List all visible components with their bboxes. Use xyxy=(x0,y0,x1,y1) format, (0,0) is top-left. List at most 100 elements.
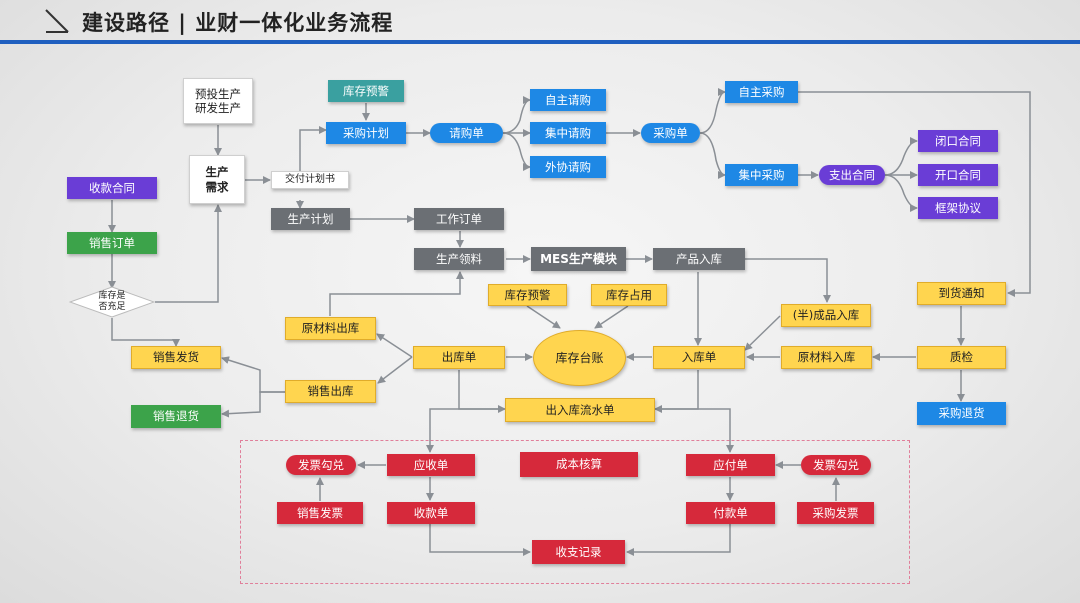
node-sales-shipment-label: 销售发货 xyxy=(153,350,199,365)
node-stock-alert-mid-label: 库存预警 xyxy=(504,287,551,302)
node-central-requisition-label: 集中请购 xyxy=(545,125,591,140)
node-payment[interactable]: 付款单 xyxy=(686,502,775,524)
node-outbound-order[interactable]: 出库单 xyxy=(413,346,505,369)
node-open-contract-label: 开口合同 xyxy=(935,167,981,182)
node-invoice-match-right-label: 发票勾兑 xyxy=(813,457,859,472)
node-requisition[interactable]: 请购单 xyxy=(430,123,503,143)
node-receipt-label: 收款单 xyxy=(413,505,449,520)
node-mes-module[interactable]: MES生产模块 xyxy=(531,247,626,271)
node-stock-flow-sheet[interactable]: 出入库流水单 xyxy=(505,398,655,422)
node-outsource-requisition-label: 外协请购 xyxy=(545,159,591,174)
decision-stock-enough-label: 库存是 否充足 xyxy=(98,291,126,312)
node-sales-order[interactable]: 销售订单 xyxy=(67,232,157,254)
node-work-order-label: 工作订单 xyxy=(436,211,482,226)
header-divider xyxy=(0,40,1080,44)
node-outbound-order-label: 出库单 xyxy=(441,350,477,365)
node-purchase-plan-label: 采购计划 xyxy=(343,125,389,140)
node-self-requisition-label: 自主请购 xyxy=(545,92,591,107)
node-inbound-order[interactable]: 入库单 xyxy=(653,346,745,369)
node-quality-check-label: 质检 xyxy=(950,350,973,365)
node-semi-product-storage[interactable]: (半)成品入库 xyxy=(781,304,871,327)
node-receipt-contract-label: 收款合同 xyxy=(89,180,135,195)
node-sales-return[interactable]: 销售退货 xyxy=(131,405,221,428)
node-payable-label: 应付单 xyxy=(713,457,748,472)
node-semi-product-storage-label: (半)成品入库 xyxy=(792,308,860,323)
slash-logo-icon xyxy=(45,9,69,33)
node-inventory-ledger-label: 库存台账 xyxy=(555,350,604,365)
node-self-requisition[interactable]: 自主请购 xyxy=(530,89,606,111)
node-invoice-match-left-label: 发票勾兑 xyxy=(298,457,344,472)
node-material-outbound-label: 原材料出库 xyxy=(301,321,360,336)
node-prebuild-rd-label: 预投生产 研发生产 xyxy=(195,86,241,115)
node-prebuild-rd[interactable]: 预投生产 研发生产 xyxy=(183,78,253,124)
node-cost-accounting-label: 成本核算 xyxy=(556,457,602,472)
node-sales-outbound[interactable]: 销售出库 xyxy=(285,380,376,403)
node-inventory-ledger[interactable]: 库存台账 xyxy=(533,330,626,386)
node-receivable-label: 应收单 xyxy=(413,457,449,472)
node-sales-invoice[interactable]: 销售发票 xyxy=(277,502,363,524)
node-stock-alert-top[interactable]: 库存预警 xyxy=(328,80,404,102)
node-requisition-label: 请购单 xyxy=(449,125,484,140)
node-outsource-requisition[interactable]: 外协请购 xyxy=(530,156,606,178)
node-work-order[interactable]: 工作订单 xyxy=(414,208,504,230)
node-material-outbound[interactable]: 原材料出库 xyxy=(285,317,376,340)
node-purchase-order-label: 采购单 xyxy=(653,125,688,140)
node-stock-alert-top-label: 库存预警 xyxy=(343,83,389,98)
node-arrival-notice-label: 到货通知 xyxy=(938,286,985,301)
node-stock-alert-mid[interactable]: 库存预警 xyxy=(488,284,567,306)
node-receipt-contract[interactable]: 收款合同 xyxy=(67,177,157,199)
node-production-demand[interactable]: 生产 需求 xyxy=(189,155,245,204)
node-sales-shipment[interactable]: 销售发货 xyxy=(131,346,221,369)
node-central-requisition[interactable]: 集中请购 xyxy=(530,122,606,144)
node-invoice-match-left[interactable]: 发票勾兑 xyxy=(286,455,356,475)
node-cost-accounting[interactable]: 成本核算 xyxy=(520,452,638,477)
node-open-contract[interactable]: 开口合同 xyxy=(918,164,998,186)
decision-stock-enough[interactable]: 库存是 否充足 xyxy=(68,286,156,318)
node-mes-module-label: MES生产模块 xyxy=(540,251,617,266)
node-arrival-notice[interactable]: 到货通知 xyxy=(917,282,1006,305)
node-delivery-plan[interactable]: 交付计划书 xyxy=(271,171,349,189)
node-sales-order-label: 销售订单 xyxy=(89,235,135,250)
node-purchase-return-label: 采购退货 xyxy=(938,406,985,421)
finance-region xyxy=(240,440,910,584)
diamond-shape xyxy=(68,286,156,318)
node-material-inbound[interactable]: 原材料入库 xyxy=(781,346,872,369)
node-closed-contract-label: 闭口合同 xyxy=(935,133,981,148)
node-stock-occupied-label: 库存占用 xyxy=(606,287,652,302)
header: 建设路径 | 业财一体化业务流程 xyxy=(0,0,1080,44)
node-production-plan[interactable]: 生产计划 xyxy=(271,208,350,230)
node-product-storage[interactable]: 产品入库 xyxy=(653,248,745,270)
node-purchase-invoice-label: 采购发票 xyxy=(812,505,859,520)
node-receipt[interactable]: 收款单 xyxy=(387,502,475,524)
node-closed-contract[interactable]: 闭口合同 xyxy=(918,130,998,152)
node-framework-agreement[interactable]: 框架协议 xyxy=(918,197,998,219)
node-receivable[interactable]: 应收单 xyxy=(387,454,475,476)
node-cash-record[interactable]: 收支记录 xyxy=(532,540,625,564)
node-sales-invoice-label: 销售发票 xyxy=(297,505,343,520)
node-cash-record-label: 收支记录 xyxy=(555,544,602,559)
node-quality-check[interactable]: 质检 xyxy=(917,346,1006,369)
node-payment-label: 付款单 xyxy=(713,505,748,520)
node-self-purchase-label: 自主采购 xyxy=(738,84,785,99)
node-delivery-plan-label: 交付计划书 xyxy=(285,173,335,185)
node-payable[interactable]: 应付单 xyxy=(686,454,775,476)
node-invoice-match-right[interactable]: 发票勾兑 xyxy=(801,455,871,475)
node-product-storage-label: 产品入库 xyxy=(676,251,722,266)
node-framework-agreement-label: 框架协议 xyxy=(935,200,981,215)
node-material-issue-label: 生产领料 xyxy=(436,251,482,266)
node-purchase-invoice[interactable]: 采购发票 xyxy=(797,502,874,524)
node-material-inbound-label: 原材料入库 xyxy=(797,350,856,365)
node-purchase-order[interactable]: 采购单 xyxy=(641,123,700,143)
node-sales-outbound-label: 销售出库 xyxy=(307,384,354,399)
node-material-issue[interactable]: 生产领料 xyxy=(414,248,504,270)
node-inbound-order-label: 入库单 xyxy=(681,350,717,365)
page-title: 建设路径 | 业财一体化业务流程 xyxy=(82,11,394,35)
node-central-purchase[interactable]: 集中采购 xyxy=(725,164,798,186)
node-self-purchase[interactable]: 自主采购 xyxy=(725,81,798,103)
node-production-demand-label: 生产 需求 xyxy=(205,165,229,194)
node-purchase-plan[interactable]: 采购计划 xyxy=(326,122,406,144)
node-expense-contract[interactable]: 支出合同 xyxy=(819,165,885,185)
node-purchase-return[interactable]: 采购退货 xyxy=(917,402,1006,425)
node-stock-occupied[interactable]: 库存占用 xyxy=(591,284,667,306)
